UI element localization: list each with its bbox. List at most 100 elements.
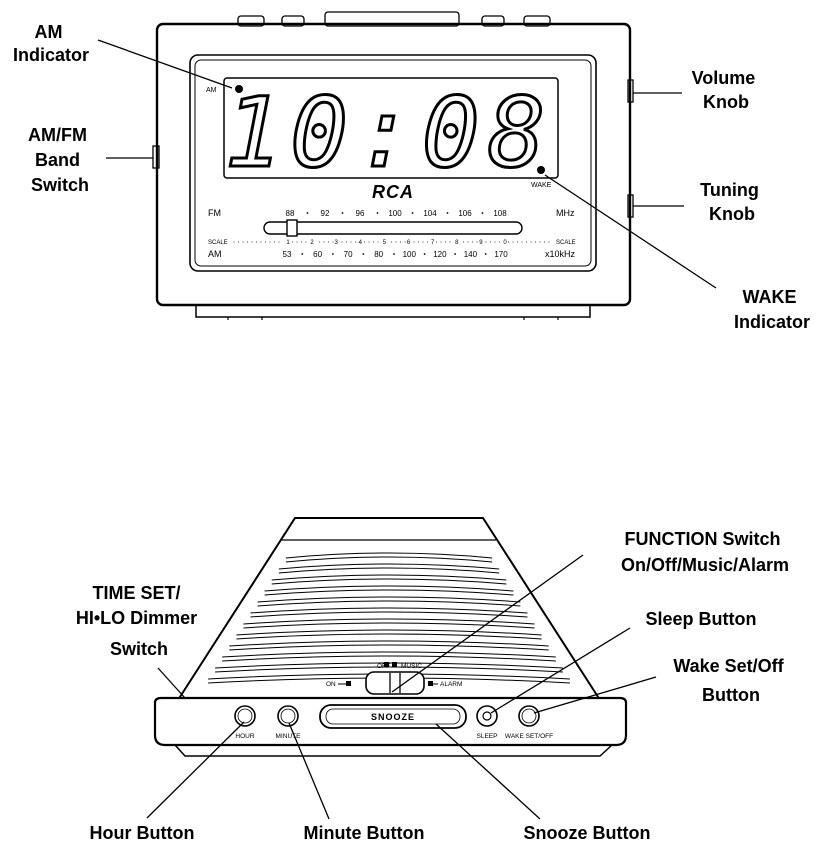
grille-slot xyxy=(264,585,514,592)
grille-slot xyxy=(257,596,521,603)
dial-value: 140 xyxy=(464,250,478,259)
led-display xyxy=(223,77,559,179)
dial-value: 53 xyxy=(283,250,292,259)
callout-snooze-button: Snooze Button xyxy=(524,823,651,843)
scale-mark: 2 xyxy=(310,240,314,246)
scale-mark: 1 xyxy=(286,240,290,246)
scale-dot xyxy=(233,241,235,243)
dial-separator xyxy=(301,253,304,255)
front-top-tab xyxy=(237,15,265,27)
front-view xyxy=(152,11,634,320)
label-on: ON xyxy=(326,681,336,688)
dial-separator xyxy=(341,212,344,214)
scale-mark: 4 xyxy=(359,240,363,246)
scale-dot xyxy=(323,241,325,243)
top-view xyxy=(153,517,628,757)
front-base xyxy=(195,305,591,318)
control-panel xyxy=(153,696,628,747)
display-contents: AM 10:08 WAKE RCA xyxy=(206,76,552,203)
wake-label: WAKE xyxy=(531,182,552,189)
scale-dot xyxy=(449,241,451,243)
wake-set-off-button xyxy=(518,705,540,727)
scale-dot xyxy=(535,241,536,243)
scale-dot xyxy=(346,241,347,243)
scale-dot xyxy=(548,241,550,243)
grille-slot xyxy=(222,651,556,658)
scale-dot xyxy=(494,241,496,243)
brand-logo: RCA xyxy=(372,182,414,202)
dial-value: 80 xyxy=(374,250,383,259)
grille-slot xyxy=(222,655,556,662)
sleep-button xyxy=(476,705,498,727)
dial-separator xyxy=(306,212,309,214)
front-bezel-inner xyxy=(194,59,592,267)
scale-dot xyxy=(269,241,271,243)
scale-label-left: SCALE xyxy=(208,240,228,246)
tuning-dial-track xyxy=(263,221,523,235)
scale-dot xyxy=(265,241,266,243)
scale-dot xyxy=(544,241,545,243)
scale-dot xyxy=(485,241,487,243)
dial-value: 96 xyxy=(356,209,365,218)
scale-mark: 5 xyxy=(383,240,387,246)
label-minute: MINUTE xyxy=(276,733,302,740)
grille-slot xyxy=(229,644,549,651)
scale-dot xyxy=(508,241,509,243)
callout-minute-button: Minute Button xyxy=(304,823,425,843)
dial-value: 104 xyxy=(423,209,437,218)
fm-label: FM xyxy=(208,208,221,218)
dial-separator xyxy=(484,253,487,255)
scale-dot xyxy=(418,241,419,243)
callout-wake-set-button: Wake Set/Off Button xyxy=(673,656,788,705)
scale-dot xyxy=(517,241,518,243)
dial-value: 92 xyxy=(321,209,330,218)
function-switch xyxy=(365,671,425,695)
scale-dot xyxy=(539,241,541,243)
label-off: OFF xyxy=(377,663,390,670)
grille-slot xyxy=(236,633,542,640)
dial-separator xyxy=(332,253,334,255)
scale-mark: 8 xyxy=(455,240,459,246)
front-top-tab xyxy=(281,15,305,27)
label-music: MUSIC xyxy=(401,663,422,670)
label-snooze: SNOOZE xyxy=(371,712,415,722)
scale-dot xyxy=(274,241,275,243)
label-hour: HOUR xyxy=(235,733,254,740)
scale-dot xyxy=(400,241,401,243)
scale-dot xyxy=(463,241,464,243)
callout-band-switch: AM/FM Band Switch xyxy=(28,125,92,195)
grille-slot xyxy=(215,666,563,673)
scale-dot xyxy=(467,241,469,243)
wake-indicator-dot xyxy=(537,166,545,174)
scale-dot xyxy=(247,241,248,243)
scale-dot xyxy=(427,241,428,243)
scale-dot xyxy=(512,241,514,243)
front-callouts: AM Indicator AM/FM Band Switch Volume Kn… xyxy=(13,22,810,332)
scale-dot xyxy=(305,241,307,243)
scale-dot xyxy=(499,241,500,243)
scale-dot xyxy=(256,241,257,243)
fm-unit: MHz xyxy=(556,208,575,218)
dial-separator xyxy=(423,253,426,255)
dial-value: 100 xyxy=(403,250,417,259)
dial-separator xyxy=(454,253,456,255)
dial-value: 100 xyxy=(388,209,402,218)
top-panel-labels: OFF MUSIC ON ALARM HOUR MINUTE SNOOZE SL… xyxy=(235,662,553,740)
top-housing xyxy=(177,517,601,701)
scale-mark: 0 xyxy=(503,240,507,246)
label-alarm: ALARM xyxy=(440,681,462,688)
scale-dot xyxy=(368,241,370,243)
tuning-pointer xyxy=(286,219,298,237)
grille-slot xyxy=(271,578,507,585)
scale-dot xyxy=(364,241,365,243)
front-top-tab xyxy=(523,15,551,27)
grille-slot xyxy=(271,574,507,581)
am-band-label: AM xyxy=(208,249,222,259)
label-sleep: SLEEP xyxy=(477,733,498,740)
dial-value: 70 xyxy=(344,250,353,259)
scale-mark: 9 xyxy=(479,240,483,246)
callout-tuning-knob: Tuning Knob xyxy=(700,180,764,224)
